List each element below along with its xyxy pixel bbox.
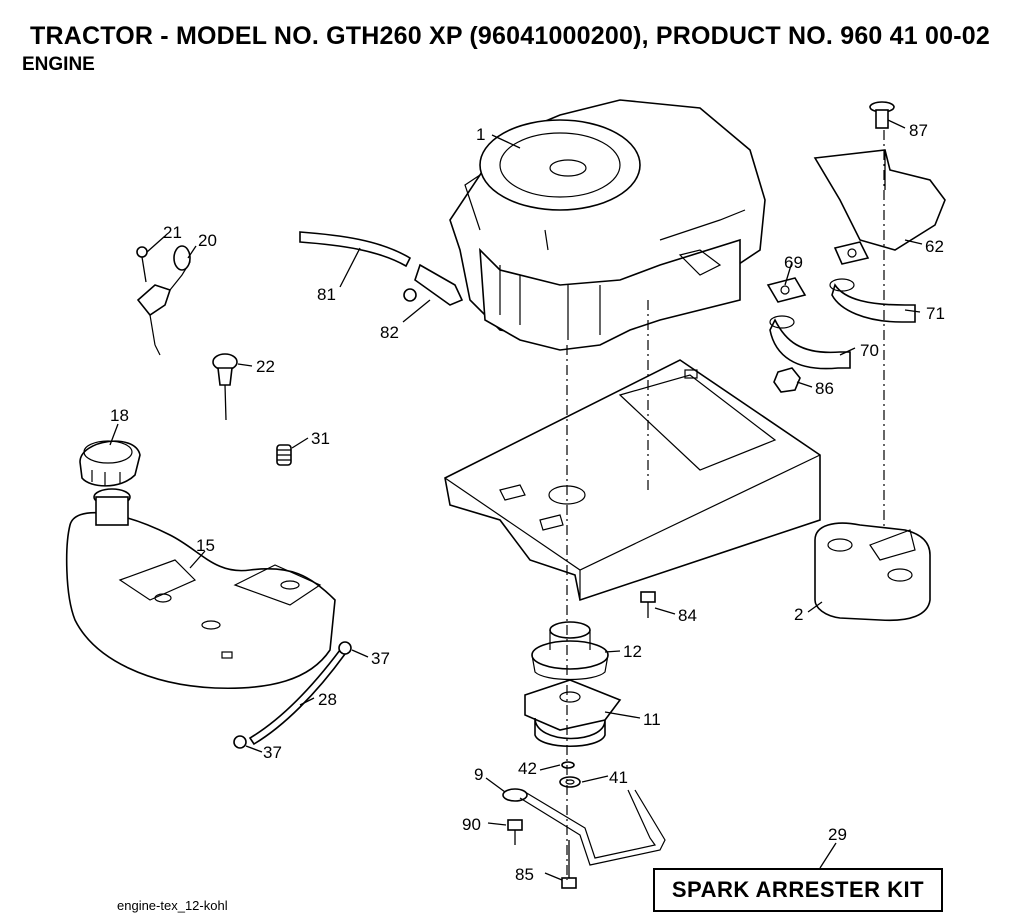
callout-82: 82 (380, 323, 399, 342)
nut-part[interactable] (773, 367, 801, 393)
callout-87: 87 (909, 121, 928, 140)
exhaust-pipe-right-part[interactable] (829, 278, 916, 323)
section-title: ENGINE (22, 54, 95, 75)
page-title: TRACTOR - MODEL NO. GTH260 XP (960410002… (30, 22, 990, 50)
callout-41: 41 (609, 768, 628, 787)
callout-2: 2 (794, 605, 803, 624)
pto-clutch-part[interactable] (524, 679, 622, 748)
dipstick-part[interactable] (212, 353, 238, 421)
callout-85: 85 (515, 865, 534, 884)
hose-clamp-lower-part[interactable] (233, 735, 247, 749)
callout-31: 31 (311, 429, 330, 448)
washer-41-part[interactable] (559, 776, 581, 788)
engine-part[interactable] (449, 99, 766, 351)
callout-37-lower: 37 (263, 743, 282, 762)
callout-29: 29 (828, 825, 847, 844)
callout-69: 69 (784, 253, 803, 272)
assembly-centerlines (566, 130, 885, 880)
bolt-84-part[interactable] (640, 591, 656, 618)
callout-42: 42 (518, 759, 537, 778)
callout-15: 15 (196, 536, 215, 555)
callout-1: 1 (476, 125, 485, 144)
callout-90: 90 (462, 815, 481, 834)
callout-28: 28 (318, 690, 337, 709)
washer-42-part[interactable] (561, 761, 575, 769)
callout-70: 70 (860, 341, 879, 360)
spark-arrester-kit-box: SPARK ARRESTER KIT (653, 868, 943, 912)
file-code: engine-tex_12-kohl (117, 898, 228, 913)
hose-clamp-upper-part[interactable] (338, 641, 352, 655)
fuel-tank-part[interactable] (65, 488, 336, 690)
screw-21-part[interactable] (136, 246, 148, 283)
muffler-part[interactable] (814, 522, 931, 622)
callout-84: 84 (678, 606, 697, 625)
fuel-hose-part[interactable] (299, 231, 412, 268)
callout-12: 12 (623, 642, 642, 661)
callout-9: 9 (474, 765, 483, 784)
callout-20: 20 (198, 231, 217, 250)
frame-plate-part[interactable] (444, 359, 821, 602)
callout-62: 62 (925, 237, 944, 256)
gasket-part[interactable] (766, 241, 870, 303)
callout-37-upper: 37 (371, 649, 390, 668)
fuel-cap-part[interactable] (79, 440, 141, 487)
bolt-87-part[interactable] (869, 101, 895, 129)
callout-86: 86 (815, 379, 834, 398)
callout-18: 18 (110, 406, 129, 425)
clutch-bracket-rod-part[interactable] (502, 788, 666, 866)
exhaust-pipe-left-part[interactable] (769, 315, 851, 370)
fuel-fitting-part[interactable] (403, 263, 464, 306)
callout-11: 11 (643, 710, 661, 729)
callout-81: 81 (317, 285, 336, 304)
callout-21: 21 (163, 223, 182, 242)
page-header: TRACTOR - MODEL NO. GTH260 XP (960410002… (0, 0, 1024, 80)
callout-labels: 1 87 62 21 20 81 82 69 71 70 86 22 18 31… (110, 121, 945, 884)
pulley-part[interactable] (531, 621, 609, 681)
bolt-90-part[interactable] (507, 819, 523, 845)
spring-part[interactable] (276, 444, 292, 466)
control-bracket-part[interactable] (136, 245, 191, 356)
heat-shield-part[interactable] (813, 149, 946, 251)
callout-71: 71 (926, 304, 945, 323)
bolt-85-part[interactable] (561, 840, 577, 889)
callout-22: 22 (256, 357, 275, 376)
leader-lines (109, 119, 923, 881)
